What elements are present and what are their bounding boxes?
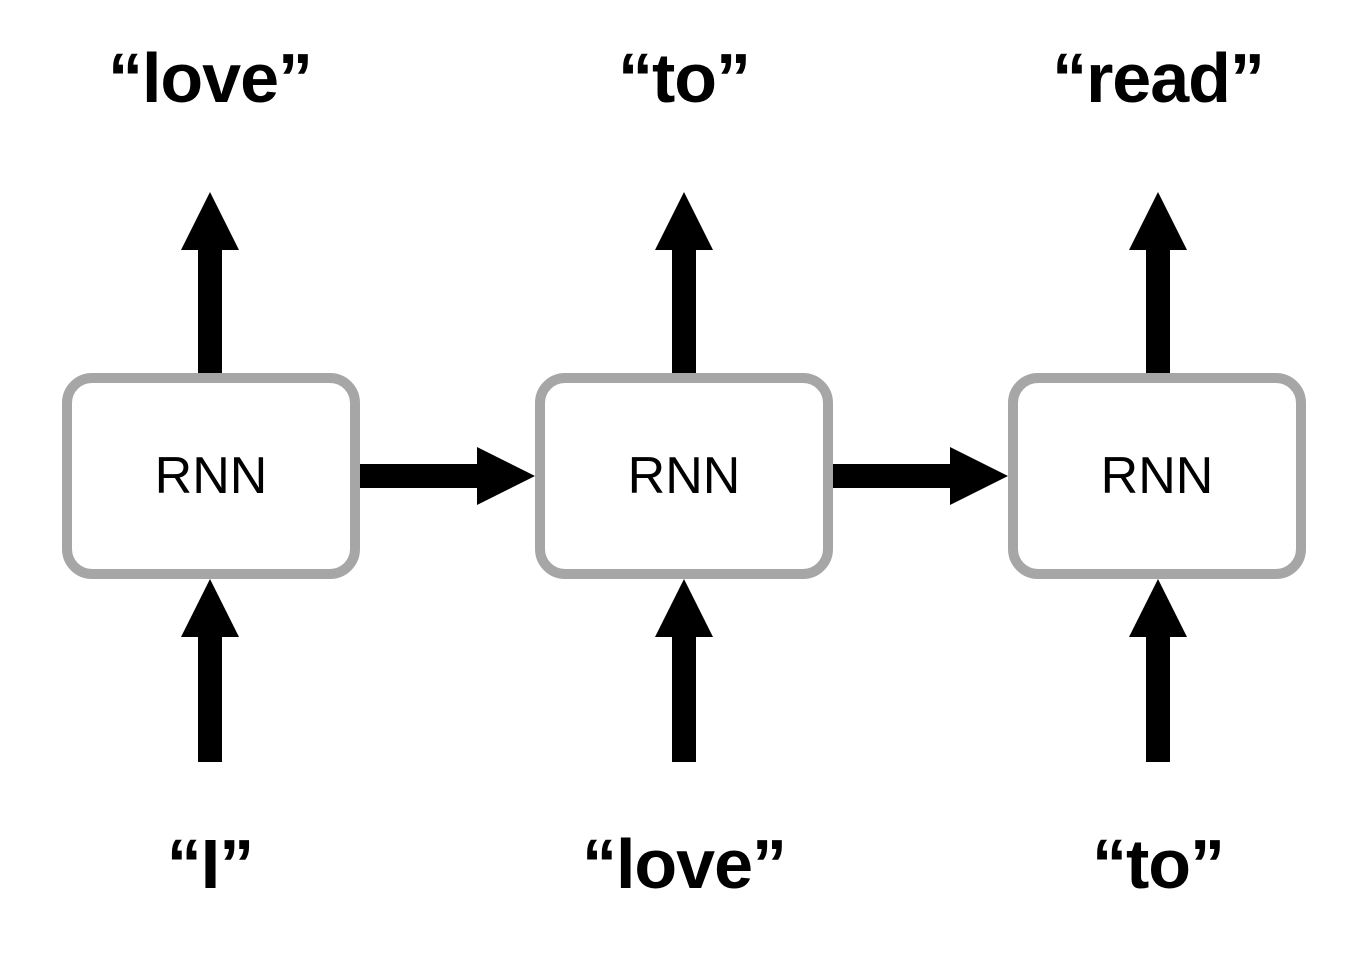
input-arrow-icon-timestep-1	[181, 579, 239, 762]
arrow-shaft	[672, 637, 696, 762]
rnn-cell-label: RNN	[1100, 447, 1214, 505]
input-word-timestep-2: “love”	[581, 825, 787, 903]
arrow-head-up-icon	[181, 192, 239, 250]
output-arrow-icon-timestep-1	[181, 192, 239, 373]
rnn-cell-label: RNN	[154, 447, 268, 505]
arrow-head-up-icon	[181, 579, 239, 637]
input-arrow-icon-timestep-3	[1129, 579, 1187, 762]
rnn-cell-timestep-3: RNN	[1008, 373, 1306, 579]
arrow-shaft	[198, 250, 222, 373]
output-arrow-icon-timestep-3	[1129, 192, 1187, 373]
arrow-shaft	[833, 464, 950, 488]
arrow-shaft	[198, 637, 222, 762]
arrow-shaft	[1146, 637, 1170, 762]
arrow-head-right-icon	[950, 447, 1008, 505]
arrow-head-right-icon	[477, 447, 535, 505]
rnn-cell-label: RNN	[627, 447, 741, 505]
rnn-cell-timestep-1: RNN	[62, 373, 360, 579]
output-word-timestep-3: “read”	[1052, 39, 1265, 117]
input-arrow-icon-timestep-2	[655, 579, 713, 762]
arrow-head-up-icon	[655, 192, 713, 250]
arrow-head-up-icon	[1129, 192, 1187, 250]
rnn-cell-timestep-2: RNN	[535, 373, 833, 579]
output-word-timestep-2: “to”	[617, 39, 751, 117]
hidden-state-arrow-icon-2-to-3	[833, 447, 1008, 505]
arrow-shaft	[672, 250, 696, 373]
arrow-head-up-icon	[655, 579, 713, 637]
arrow-shaft	[1146, 250, 1170, 373]
arrow-head-up-icon	[1129, 579, 1187, 637]
output-word-timestep-1: “love”	[107, 39, 313, 117]
input-word-timestep-1: “I”	[166, 825, 254, 903]
arrow-shaft	[360, 464, 477, 488]
input-word-timestep-3: “to”	[1091, 825, 1225, 903]
output-arrow-icon-timestep-2	[655, 192, 713, 373]
hidden-state-arrow-icon-1-to-2	[360, 447, 535, 505]
